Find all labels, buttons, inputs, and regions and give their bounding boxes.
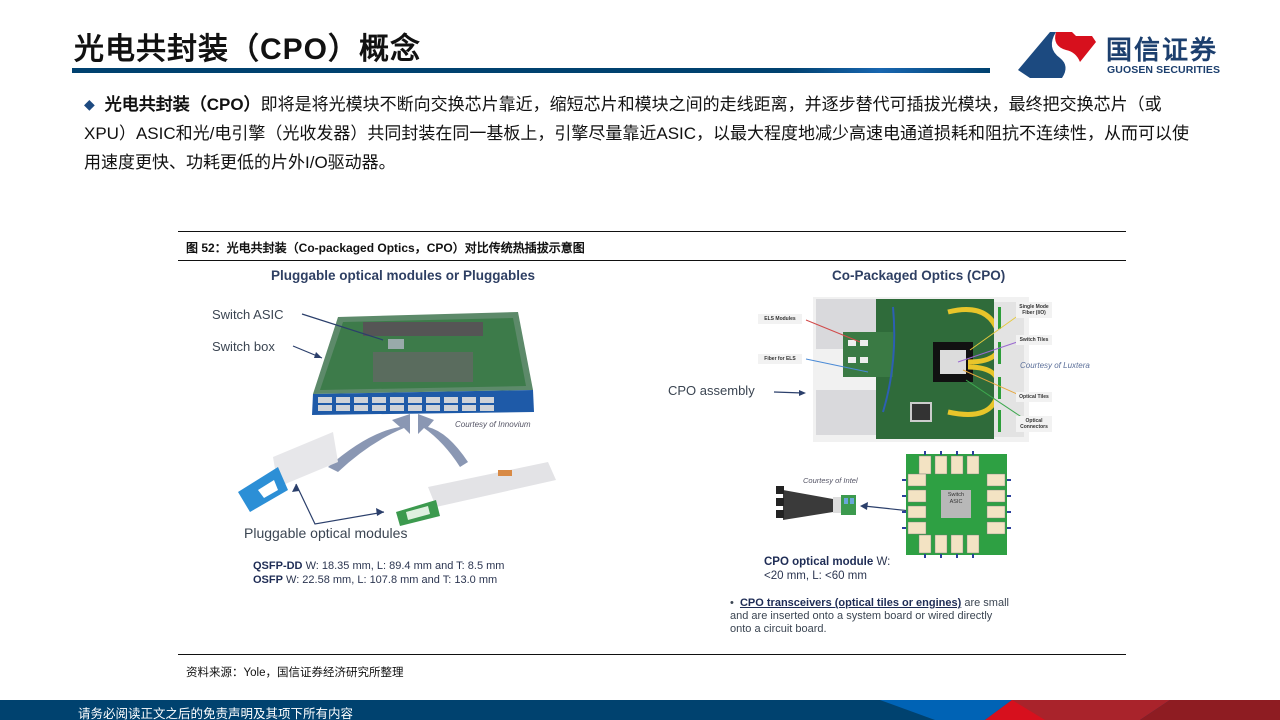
osfp-module-image <box>396 462 556 526</box>
figure-caption: 图 52：光电共封装（Co-packaged Optics，CPO）对比传统热插… <box>186 241 585 255</box>
spec-value: W: 18.35 mm, L: 89.4 mm and T: 8.5 mm <box>305 560 505 572</box>
footer-disclaimer: 请务必阅读正文之后的免责声明及其项下所有内容 <box>78 707 354 720</box>
diamond-bullet-icon: ◆ <box>84 96 95 112</box>
pluggables-illustration <box>238 312 556 526</box>
courtesy-innovium: Courtesy of Innovium <box>455 420 531 429</box>
tag-fiber-for-els: Fiber for ELS <box>758 354 802 364</box>
note-text: are small <box>961 597 1009 609</box>
courtesy-luxtera: Courtesy of Luxtera <box>1020 361 1090 370</box>
note-text: and are inserted onto a system board or … <box>730 610 993 622</box>
spec-name: OSFP <box>253 574 283 586</box>
cpo-transceiver-note: • CPO transceivers (optical tiles or eng… <box>730 597 1009 636</box>
courtesy-intel: Courtesy of Intel <box>803 476 858 485</box>
label-switch-asic: Switch ASIC <box>212 307 284 322</box>
cpo-assembly-image <box>813 297 1029 442</box>
title-divider <box>72 68 990 73</box>
figure-body: Pluggable optical modules or Pluggables <box>178 262 1126 652</box>
cpo-module-specs: CPO optical module W: <20 mm, L: <60 mm <box>764 555 890 583</box>
cpo-module-spec-line: CPO optical module W: <box>764 555 890 569</box>
figure-caption-rule <box>178 260 1126 261</box>
switch-asic-layout-image <box>902 451 1011 558</box>
label-cpo-assembly: CPO assembly <box>668 383 755 398</box>
footer-bar: 请务必阅读正文之后的免责声明及其项下所有内容 <box>0 700 1280 720</box>
label-switch-box: Switch box <box>212 339 275 354</box>
cpo-module-dims: <20 mm, L: <60 mm <box>764 570 867 582</box>
switch-asic-chip-label: Switch ASIC <box>947 492 965 505</box>
intro-paragraph: ◆ 光电共封装（CPO）即将是将光模块不断向交换芯片靠近，缩短芯片和模块之间的走线… <box>84 90 1204 177</box>
intro-bold-lead: 光电共封装（CPO） <box>104 95 261 114</box>
tag-optical-connectors: Optical Connectors <box>1016 416 1052 432</box>
cpo-module-w: W: <box>876 556 891 568</box>
page-title: 光电共封装（CPO）概念 <box>74 33 422 66</box>
spec-row: OSFP W: 22.58 mm, L: 107.8 mm and T: 13.… <box>253 573 504 587</box>
pluggables-title: Pluggable optical modules or Pluggables <box>271 268 536 283</box>
figure-bottom-rule <box>178 654 1126 655</box>
qsfp-dd-module-image <box>238 432 338 512</box>
spec-value: W: 22.58 mm, L: 107.8 mm and T: 13.0 mm <box>286 574 498 586</box>
guosen-logo: 国信证券 GUOSEN SECURITIES <box>1016 26 1226 82</box>
spec-row: QSFP-DD W: 18.35 mm, L: 89.4 mm and T: 8… <box>253 559 504 573</box>
tag-optical-tiles: Optical Tiles <box>1016 392 1052 402</box>
spec-name: QSFP-DD <box>253 560 303 572</box>
note-text: onto a circuit board. <box>730 623 827 635</box>
footer-decoration <box>880 700 1280 720</box>
cpo-illustration <box>773 297 1029 558</box>
tag-single-mode-fiber: Single Mode Fiber (I/O) <box>1016 302 1052 318</box>
guosen-logo-icon <box>1018 32 1096 78</box>
tag-els-modules: ELS Modules <box>758 314 802 324</box>
figure-top-rule <box>178 231 1126 232</box>
intro-text: 即将是将光模块不断向交换芯片靠近，缩短芯片和模块之间的走线距离，并逐步替代可插拔… <box>84 95 1190 172</box>
logo-english-name: GUOSEN SECURITIES <box>1107 64 1221 76</box>
pluggable-specs: QSFP-DD W: 18.35 mm, L: 89.4 mm and T: 8… <box>253 559 504 587</box>
tag-switch-tiles: Switch Tiles <box>1016 335 1052 345</box>
cpo-optical-module-image <box>776 486 856 520</box>
label-pluggable-modules: Pluggable optical modules <box>244 525 408 541</box>
logo-chinese-name: 国信证券 <box>1106 35 1219 65</box>
note-bullet: • <box>730 597 734 609</box>
cpo-title: Co-Packaged Optics (CPO) <box>832 268 1006 283</box>
note-link-text: CPO transceivers (optical tiles or engin… <box>739 597 962 609</box>
figure-source: 资料来源：Yole，国信证券经济研究所整理 <box>186 667 404 679</box>
cpo-module-title: CPO optical module <box>764 556 874 568</box>
